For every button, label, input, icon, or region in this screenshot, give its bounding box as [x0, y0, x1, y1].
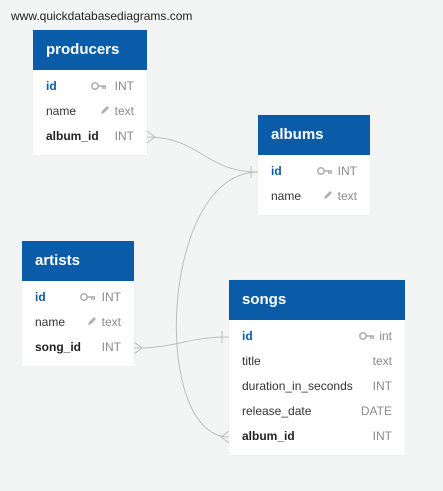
field-type: text — [372, 354, 392, 368]
field-type: INT — [114, 79, 134, 93]
crowsfoot-artists-song-id — [133, 341, 143, 355]
crowsfoot-producers-album-id — [146, 130, 156, 144]
field-row[interactable]: id INT — [22, 285, 134, 310]
pencil-icon — [323, 184, 333, 209]
field-name: duration_in_seconds — [242, 379, 353, 393]
field-name: title — [242, 354, 261, 368]
key-icon — [91, 74, 107, 99]
field-row[interactable]: title text — [229, 349, 405, 374]
field-name: album_id — [242, 429, 295, 443]
field-type: INT — [101, 340, 121, 354]
field-row[interactable]: name text — [258, 184, 370, 209]
table-producers[interactable]: producers id INT name text album_id INT — [33, 30, 147, 155]
field-name: name — [35, 315, 66, 329]
field-row[interactable]: name text — [33, 99, 147, 124]
field-name: song_id — [35, 340, 82, 354]
link-producers-albums — [146, 136, 259, 173]
field-type: text — [337, 189, 357, 203]
table-artists[interactable]: artists id INT name text song_id INT — [22, 241, 134, 366]
key-icon — [80, 285, 96, 310]
field-name: id — [35, 290, 46, 304]
key-icon — [317, 159, 333, 184]
link-artists-songs — [133, 336, 230, 349]
pencil-icon — [87, 310, 97, 335]
field-row[interactable]: release_date DATE — [229, 399, 405, 424]
field-name: album_id — [46, 129, 99, 143]
table-title: songs — [229, 280, 405, 320]
table-songs[interactable]: songs id int title text duration_in_seco… — [229, 280, 405, 455]
watermark: www.quickdatabasediagrams.com — [11, 9, 193, 23]
field-type: INT — [114, 129, 134, 143]
field-type: int — [379, 329, 392, 343]
field-row[interactable]: duration_in_seconds INT — [229, 374, 405, 399]
field-type: INT — [372, 379, 392, 393]
field-row[interactable]: id INT — [258, 159, 370, 184]
field-type: text — [101, 315, 121, 329]
crowsfoot-songs-album-id — [220, 430, 230, 444]
table-title: artists — [22, 241, 134, 281]
field-row[interactable]: id int — [229, 324, 405, 349]
field-type: INT — [101, 290, 121, 304]
field-row[interactable]: album_id INT — [229, 424, 405, 449]
field-row[interactable]: song_id INT — [22, 335, 134, 360]
field-row[interactable]: album_id INT — [33, 124, 147, 149]
key-icon — [359, 324, 375, 349]
field-name: id — [46, 79, 57, 93]
table-title: albums — [258, 115, 370, 155]
field-row[interactable]: id INT — [33, 74, 147, 99]
table-albums[interactable]: albums id INT name text — [258, 115, 370, 215]
field-name: name — [271, 189, 302, 203]
field-type: text — [114, 104, 134, 118]
field-name: id — [271, 164, 282, 178]
field-name: id — [242, 329, 253, 343]
field-name: release_date — [242, 404, 312, 418]
field-type: INT — [372, 429, 392, 443]
table-title: producers — [33, 30, 147, 70]
field-row[interactable]: name text — [22, 310, 134, 335]
field-type: INT — [337, 164, 357, 178]
pencil-icon — [100, 99, 110, 124]
field-type: DATE — [360, 404, 392, 418]
field-name: name — [46, 104, 77, 118]
